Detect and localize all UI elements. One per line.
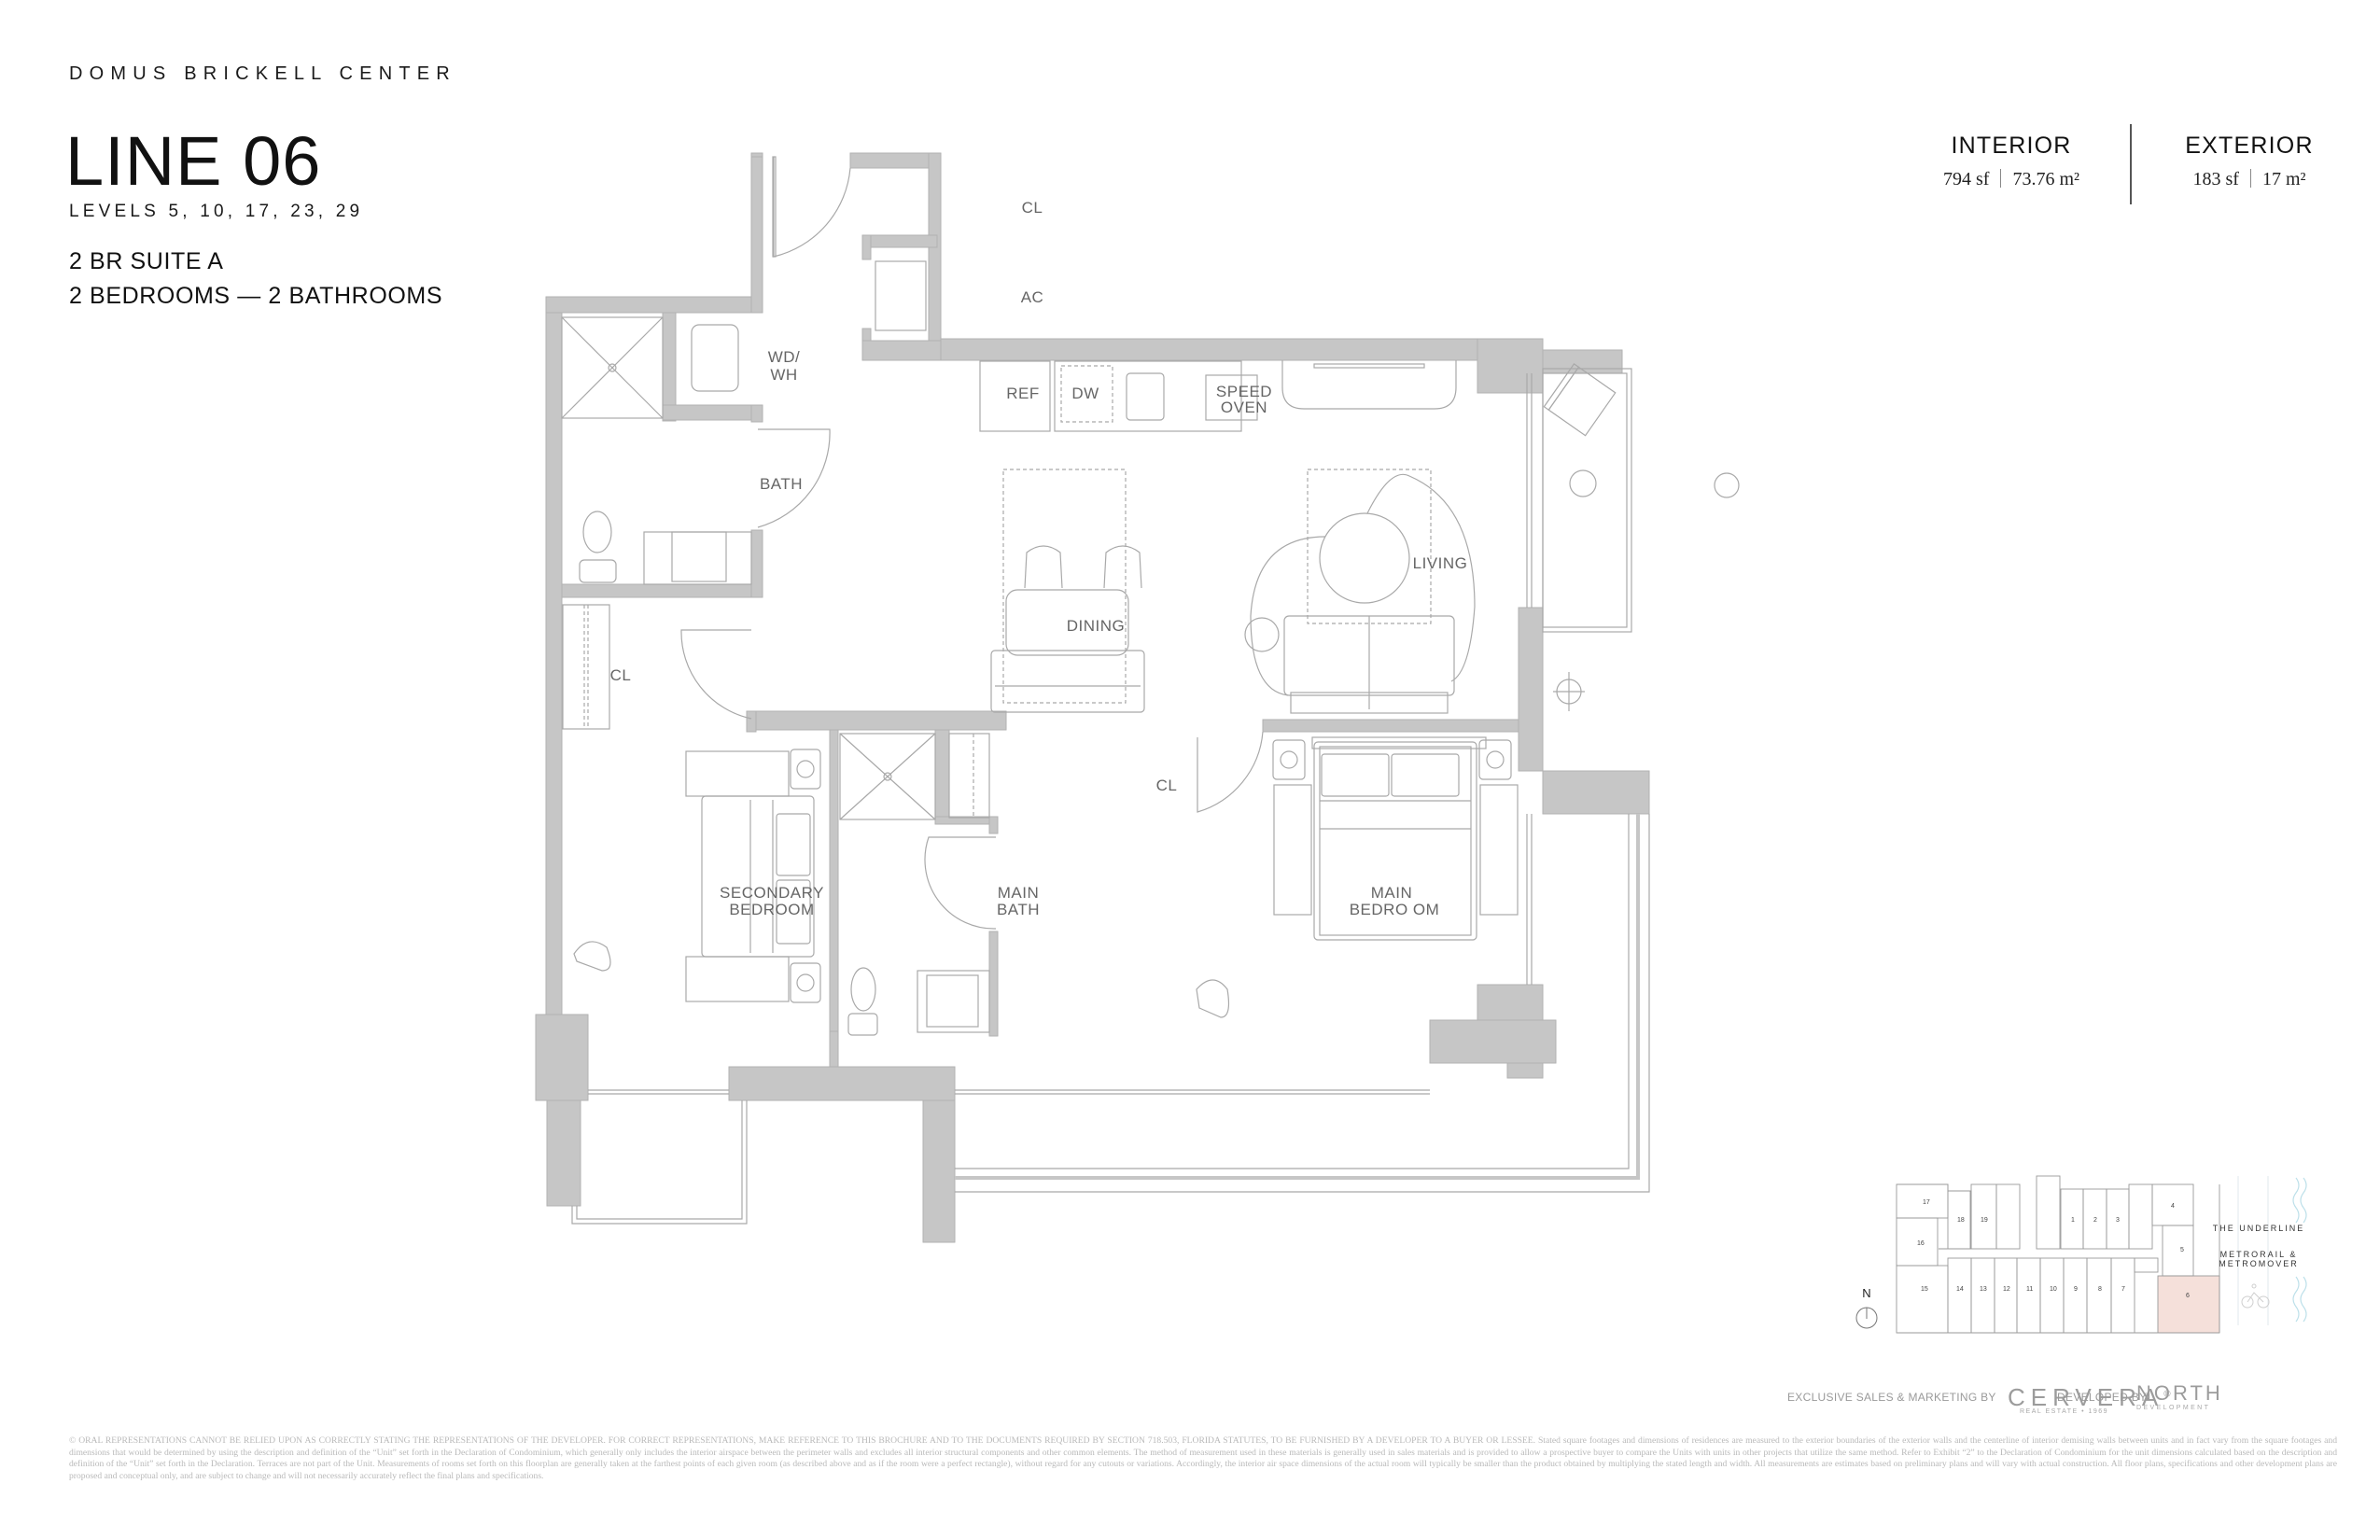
svg-text:7: 7 bbox=[2121, 1286, 2125, 1293]
value-separator bbox=[2000, 169, 2002, 188]
room-label-main-bath-1: MAIN bbox=[998, 884, 1040, 902]
interior-m2: 73.76 m² bbox=[2012, 169, 2079, 189]
room-labels: CL AC WD/ WH REF DW SPEED OVEN BATH DINI… bbox=[610, 199, 1468, 918]
svg-text:15: 15 bbox=[1921, 1286, 1928, 1293]
walls bbox=[535, 152, 1650, 1243]
interior-sf: 794 sf bbox=[1942, 169, 1990, 189]
legal-disclaimer: © ORAL REPRESENTATIONS CANNOT BE RELIED … bbox=[69, 1435, 2337, 1481]
room-label-main-bath-2: BATH bbox=[997, 901, 1040, 918]
room-label-cl-entry: CL bbox=[1022, 199, 1043, 217]
north-logo: NORTH bbox=[2136, 1381, 2223, 1405]
room-label-wd: WD/ bbox=[768, 348, 801, 366]
key-unit-highlight bbox=[2157, 1275, 2220, 1334]
compass-label: N bbox=[1862, 1286, 1870, 1300]
interior-area: INTERIOR 794 sf 73.76 m² bbox=[1923, 133, 2100, 190]
cervera-tagline: REAL ESTATE • 1969 bbox=[2020, 1408, 2109, 1415]
svg-text:1: 1 bbox=[2071, 1217, 2075, 1224]
value-separator bbox=[2249, 169, 2251, 188]
svg-text:5: 5 bbox=[2180, 1247, 2184, 1253]
svg-text:14: 14 bbox=[1956, 1286, 1964, 1293]
cervera-wordmark: CERVERA bbox=[2008, 1383, 2164, 1411]
north-compass-icon: N bbox=[1855, 1286, 1878, 1329]
svg-text:2: 2 bbox=[2093, 1217, 2097, 1224]
registered-mark: ® bbox=[2163, 1389, 2171, 1400]
page-title: LINE 06 bbox=[65, 122, 322, 200]
bed-bath-count: 2 BEDROOMS — 2 BATHROOMS bbox=[69, 283, 443, 309]
svg-text:16: 16 bbox=[1917, 1240, 1925, 1247]
svg-text:13: 13 bbox=[1980, 1286, 1987, 1293]
svg-text:10: 10 bbox=[2050, 1286, 2057, 1293]
room-label-ac: AC bbox=[1021, 288, 1044, 306]
bicycle-icon bbox=[2241, 1283, 2270, 1309]
svg-text:17: 17 bbox=[1923, 1199, 1930, 1206]
svg-text:11: 11 bbox=[2026, 1286, 2033, 1293]
water-waves-icon bbox=[2292, 1177, 2307, 1323]
room-label-bedroom: BEDROOM bbox=[729, 901, 814, 918]
svg-text:19: 19 bbox=[1981, 1217, 1988, 1224]
levels-list: LEVELS 5, 10, 17, 23, 29 bbox=[69, 202, 364, 221]
room-label-cl-hall: CL bbox=[610, 666, 632, 684]
area-divider bbox=[2130, 124, 2132, 204]
room-label-cl-main: CL bbox=[1156, 777, 1178, 794]
room-label-main-bedroom-2: BEDRO OM bbox=[1350, 901, 1440, 918]
room-label-dw: DW bbox=[1071, 385, 1099, 402]
room-label-speed: SPEED bbox=[1216, 383, 1272, 400]
room-label-wh: WH bbox=[770, 366, 797, 384]
svg-text:3: 3 bbox=[2116, 1217, 2120, 1224]
cervera-logo: CERVERA® bbox=[2008, 1383, 2171, 1412]
exterior-area: EXTERIOR 183 sf 17 m² bbox=[2175, 133, 2324, 190]
exterior-m2: 17 m² bbox=[2261, 169, 2306, 189]
room-label-living: LIVING bbox=[1413, 554, 1468, 572]
room-label-ref: REF bbox=[1006, 385, 1040, 402]
room-label-dining: DINING bbox=[1067, 617, 1126, 635]
svg-text:4: 4 bbox=[2171, 1203, 2175, 1210]
svg-text:8: 8 bbox=[2098, 1286, 2102, 1293]
room-label-main-bedroom-1: MAIN bbox=[1371, 884, 1413, 902]
interior-label: INTERIOR bbox=[1951, 133, 2072, 159]
exterior-sf: 183 sf bbox=[2192, 169, 2239, 189]
fixtures bbox=[561, 156, 1740, 1225]
room-label-oven: OVEN bbox=[1221, 399, 1267, 416]
interior-values: 794 sf 73.76 m² bbox=[1923, 169, 2100, 190]
svg-text:6: 6 bbox=[2186, 1293, 2190, 1299]
sales-credit-label: EXCLUSIVE SALES & MARKETING BY bbox=[1787, 1391, 1996, 1404]
room-label-secondary: SECONDARY bbox=[720, 884, 824, 902]
svg-text:12: 12 bbox=[2003, 1286, 2010, 1293]
project-name: DOMUS BRICKELL CENTER bbox=[69, 63, 456, 84]
key-plan bbox=[1896, 1175, 2220, 1334]
key-plan-context: THE UNDERLINE METRORAIL & METROMOVER bbox=[2213, 1176, 2307, 1325]
svg-text:9: 9 bbox=[2074, 1286, 2078, 1293]
room-label-bath: BATH bbox=[760, 475, 803, 493]
exterior-values: 183 sf 17 m² bbox=[2175, 169, 2324, 190]
suite-type: 2 BR SUITE A bbox=[69, 248, 224, 274]
metro-label-1: METRORAIL & bbox=[2220, 1250, 2298, 1259]
exterior-label: EXTERIOR bbox=[2185, 133, 2314, 159]
developer-credit-label: DEVELOPED BY bbox=[2057, 1391, 2148, 1404]
metro-label-2: METROMOVER bbox=[2219, 1259, 2299, 1268]
north-tagline: DEVELOPMENT bbox=[2136, 1405, 2211, 1411]
underline-label: THE UNDERLINE bbox=[2213, 1224, 2305, 1233]
svg-text:18: 18 bbox=[1957, 1217, 1965, 1224]
